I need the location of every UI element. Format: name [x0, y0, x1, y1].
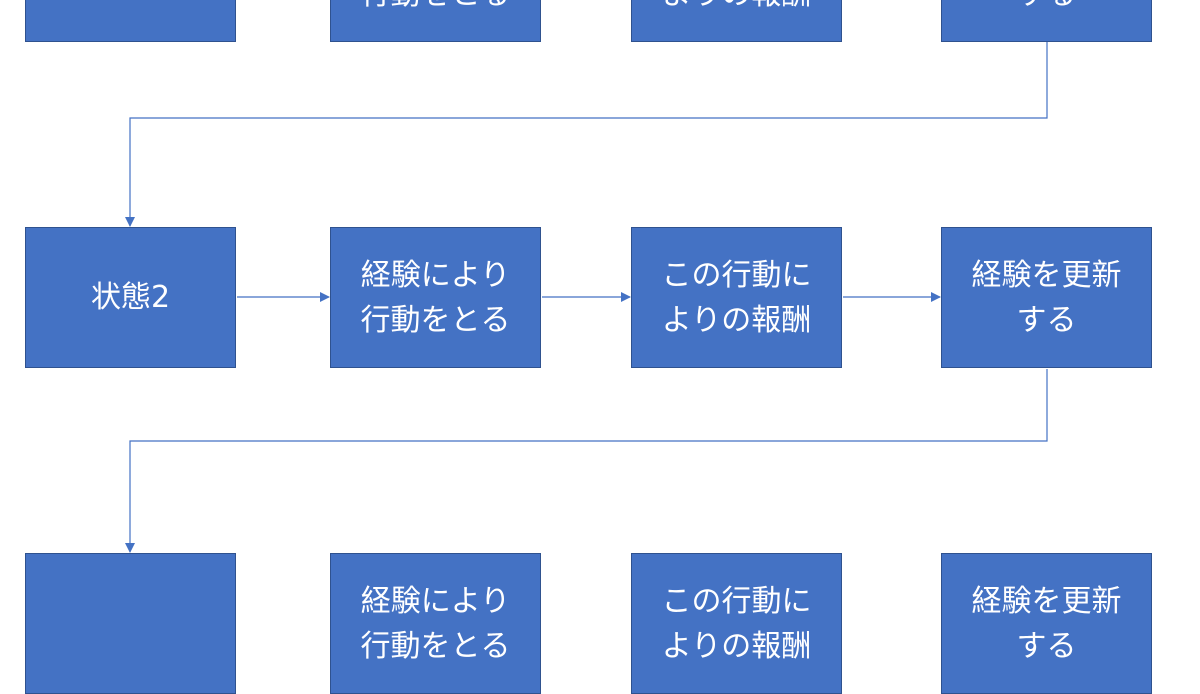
box-text-line: 経験により — [360, 583, 511, 619]
connectors — [125, 42, 1048, 553]
process-box — [25, 553, 236, 694]
process-box: この行動によりの報酬 — [631, 227, 842, 368]
process-box: 経験を更新する — [941, 553, 1152, 694]
box-text-line: する — [1016, 628, 1077, 664]
process-box: 経験により行動をとる — [330, 553, 541, 694]
process-box: 経験を更新する — [941, 227, 1152, 368]
process-box: 状態2 — [25, 227, 236, 368]
box-text-line: この行動に — [661, 257, 812, 293]
wrap-connector — [125, 369, 1048, 553]
box-text-line: 経験により — [360, 257, 511, 293]
box-text-line: する — [1017, 0, 1077, 17]
process-box: 経験により行動をとる — [330, 227, 541, 368]
process-box — [25, 0, 236, 42]
box-text-line: 状態2 — [90, 280, 171, 315]
box-text-line: 行動をとる — [361, 0, 511, 17]
box-text-line: 行動をとる — [360, 628, 511, 664]
process-box: この行動によりの報酬 — [631, 553, 842, 694]
box-text-line: よりの報酬 — [661, 628, 812, 664]
box-text-line: する — [1016, 302, 1077, 338]
box-text-line: 経験を更新 — [971, 583, 1122, 619]
wrap-connector — [125, 42, 1048, 227]
box-text-line: 経験を更新 — [971, 257, 1122, 293]
box-text-line: よりの報酬 — [661, 302, 812, 338]
box-text-line: 行動をとる — [360, 302, 511, 338]
box-text-line: よりの報酬 — [662, 0, 811, 17]
box-text-line: この行動に — [661, 583, 812, 619]
